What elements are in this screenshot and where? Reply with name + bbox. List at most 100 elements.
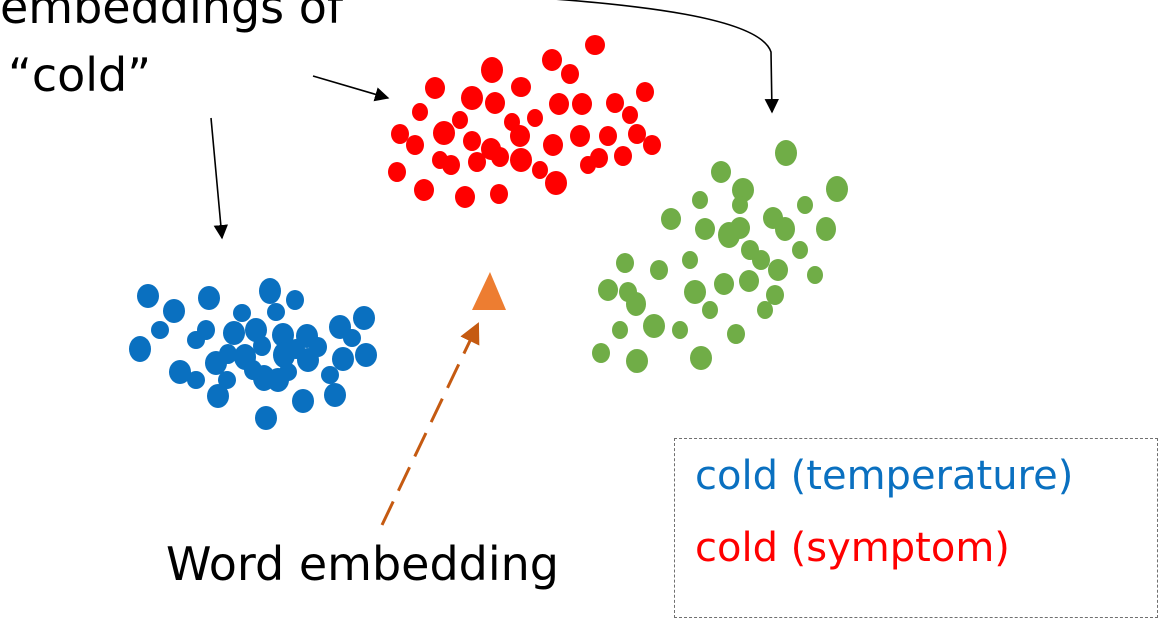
symptom-embedding-dot (606, 93, 624, 113)
temperature-embedding-dot (272, 323, 294, 347)
temperature-embedding-dot (137, 284, 159, 308)
temperature-embedding-dot (253, 336, 271, 356)
temperature-embedding-dot (286, 290, 304, 310)
cluster-temperature (129, 278, 377, 430)
other-embedding-dot (711, 161, 731, 183)
temperature-embedding-dot (198, 286, 220, 310)
other-embedding-dot (792, 241, 808, 259)
temperature-embedding-dot (244, 360, 262, 380)
temperature-embedding-dot (279, 363, 297, 381)
other-embedding-dot (592, 343, 610, 363)
arrow-to-green-cluster (556, 0, 779, 114)
other-embedding-dot (816, 217, 836, 241)
symptom-embedding-dot (527, 109, 543, 127)
other-embedding-dot (650, 260, 668, 280)
symptom-embedding-dot (636, 82, 654, 102)
other-embedding-dot (702, 301, 718, 319)
symptom-embedding-dot (570, 125, 590, 147)
other-embedding-dot (775, 140, 797, 166)
dashed-arrow-to-word-embedding (380, 322, 480, 526)
other-embedding-dot (730, 217, 750, 239)
symptom-embedding-dot (561, 64, 579, 84)
symptom-embedding-dot (510, 148, 532, 172)
symptom-embedding-dot (599, 126, 617, 146)
other-embedding-dot (741, 240, 759, 260)
other-embedding-dot (612, 321, 628, 339)
temperature-embedding-dot (187, 371, 205, 389)
arrow-to-blue-cluster (210, 117, 228, 240)
symptom-embedding-dot (504, 113, 520, 131)
temperature-embedding-dot (255, 406, 277, 430)
other-embedding-dot (732, 178, 754, 202)
symptom-embedding-dot (543, 134, 563, 156)
symptom-embedding-dot (545, 171, 567, 195)
symptom-embedding-dot (414, 179, 434, 201)
diagram-canvas (129, 0, 848, 526)
cluster-other (592, 140, 848, 373)
symptom-embedding-dot (463, 131, 481, 151)
other-embedding-dot (757, 301, 773, 319)
temperature-embedding-dot (267, 303, 285, 321)
symptom-embedding-dot (455, 186, 475, 208)
other-embedding-dot (626, 292, 646, 316)
symptom-embedding-dot (485, 92, 505, 114)
legend: cold (temperature) cold (symptom) (674, 438, 1158, 618)
other-embedding-dot (732, 196, 748, 214)
symptom-embedding-dot (549, 93, 569, 115)
other-embedding-dot (775, 217, 795, 241)
other-embedding-dot (766, 285, 784, 305)
other-embedding-dot (807, 266, 823, 284)
other-embedding-dot (690, 346, 712, 370)
label-word-embedding: Word embedding (166, 537, 559, 591)
symptom-embedding-dot (510, 125, 530, 147)
label-embeddings-of: embeddings of (0, 0, 344, 34)
legend-item-temperature: cold (temperature) (695, 453, 1074, 499)
temperature-embedding-dot (353, 306, 375, 330)
symptom-embedding-dot (585, 35, 605, 55)
temperature-embedding-dot (197, 320, 215, 340)
symptom-embedding-dot (491, 147, 509, 167)
symptom-embedding-dot (532, 161, 548, 179)
other-embedding-dot (643, 314, 665, 338)
symptom-embedding-dot (412, 103, 428, 121)
symptom-embedding-dot (643, 135, 661, 155)
temperature-embedding-dot (321, 366, 339, 384)
symptom-embedding-dot (433, 121, 455, 145)
label-cold-quoted: “cold” (8, 48, 152, 102)
symptom-embedding-dot (468, 152, 486, 172)
temperature-embedding-dot (169, 360, 191, 384)
temperature-embedding-dot (287, 339, 305, 359)
temperature-embedding-dot (219, 344, 237, 364)
symptom-embedding-dot (481, 57, 503, 83)
symptom-embedding-dot (614, 146, 632, 166)
symptom-embedding-dot (542, 49, 562, 71)
symptom-embedding-dot (452, 111, 468, 129)
other-embedding-dot (714, 273, 734, 295)
temperature-embedding-dot (245, 318, 267, 342)
symptom-embedding-dot (628, 124, 646, 144)
arrow-to-red-cluster (312, 75, 390, 102)
symptom-embedding-dot (572, 93, 592, 115)
other-embedding-dot (616, 253, 634, 273)
temperature-embedding-dot (259, 278, 281, 304)
temperature-embedding-dot (355, 343, 377, 367)
temperature-embedding-dot (233, 304, 251, 322)
other-embedding-dot (739, 270, 759, 292)
temperature-embedding-dot (151, 321, 169, 339)
word-embedding-triangle (472, 272, 506, 310)
other-embedding-dot (727, 324, 745, 344)
temperature-embedding-dot (332, 347, 354, 371)
temperature-embedding-dot (309, 337, 327, 357)
cluster-symptom (388, 35, 661, 208)
temperature-embedding-dot (292, 389, 314, 413)
symptom-embedding-dot (490, 184, 508, 204)
other-embedding-dot (626, 349, 648, 373)
other-embedding-dot (684, 280, 706, 304)
temperature-embedding-dot (207, 384, 229, 408)
temperature-embedding-dot (218, 371, 236, 389)
other-embedding-dot (692, 191, 708, 209)
symptom-embedding-dot (580, 156, 596, 174)
symptom-embedding-dot (406, 135, 424, 155)
temperature-embedding-dot (129, 336, 151, 362)
other-embedding-dot (598, 279, 618, 301)
